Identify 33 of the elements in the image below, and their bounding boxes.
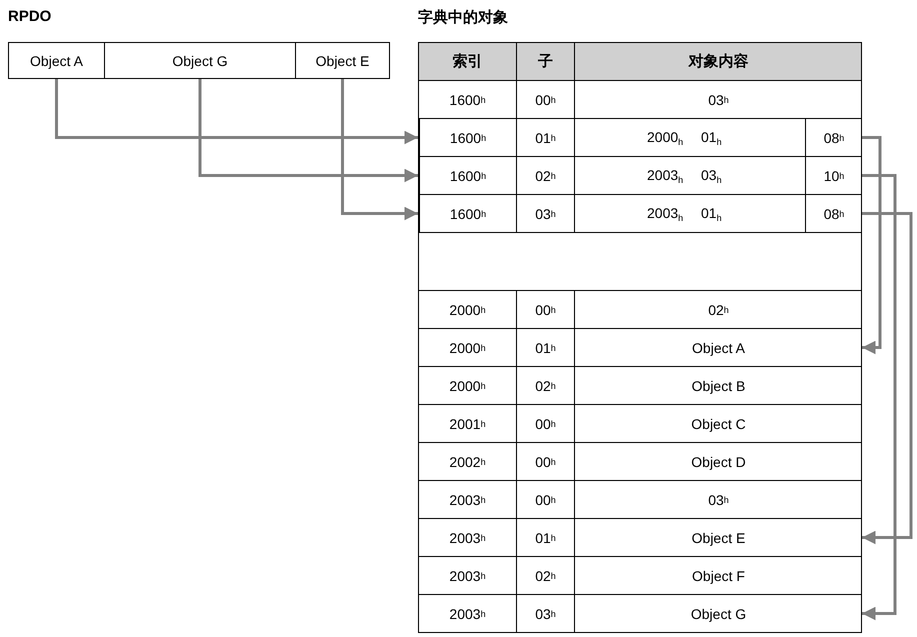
cell-value: 2003$_{h}$ (647, 167, 684, 185)
table-row (418, 480, 862, 519)
connector-arrow (198, 79, 418, 182)
connector-arrow (862, 136, 882, 354)
cell-value: 2000$_{h}$ (647, 129, 684, 147)
table-row (418, 556, 862, 595)
table-row (418, 80, 862, 119)
table-row (418, 290, 862, 329)
table-cell: Object G (574, 595, 862, 632)
connector-arrow (862, 212, 912, 544)
table-row (418, 404, 862, 443)
cell-value: 01$_{h}$ (701, 129, 722, 147)
table-row (418, 194, 862, 233)
column-header: 索引 (452, 52, 484, 72)
connector-arrow (341, 79, 418, 220)
section-heading: RPDO (8, 8, 52, 25)
table-row (418, 442, 862, 481)
section-heading: 字典中的对象 (418, 8, 508, 27)
mapped-object-cell: Object G (104, 42, 296, 79)
cell-value: 01$_{h}$ (701, 205, 722, 223)
connector-arrow (862, 174, 896, 620)
table-row (418, 328, 862, 367)
cell-value: 03$_{h}$ (701, 167, 722, 185)
table-row (418, 118, 862, 157)
table-row (418, 366, 862, 405)
cell-value: 2003$_{h}$ (647, 205, 684, 223)
connector-arrow (55, 79, 418, 144)
header-row (418, 42, 862, 81)
table-row (418, 594, 862, 633)
table-row (418, 156, 862, 195)
table-row (418, 518, 862, 557)
mapped-object-cell: Object A (8, 42, 105, 79)
mapped-object-cell: Object E (295, 42, 390, 79)
